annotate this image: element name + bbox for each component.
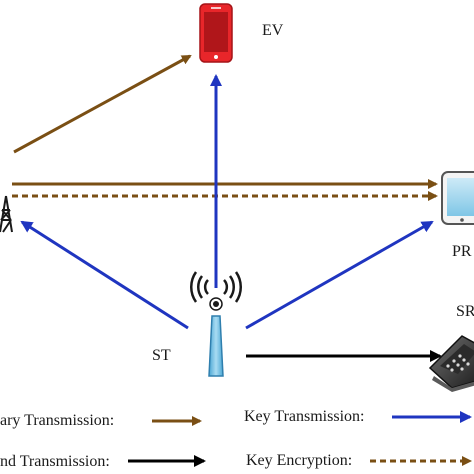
key-arrow-to-pr bbox=[245, 220, 434, 330]
legend-key-encryption-label: Key Encryption: bbox=[246, 452, 352, 469]
slider-phone-icon bbox=[428, 335, 474, 392]
legend: ary Transmission: Key Transmission: nd T… bbox=[0, 408, 472, 470]
key-arrow-to-pt bbox=[20, 220, 189, 330]
legend-second-label: nd Transmission: bbox=[0, 453, 110, 470]
sr-label: SR bbox=[456, 303, 474, 320]
st-label: ST bbox=[152, 347, 171, 364]
smartphone-icon bbox=[199, 3, 233, 63]
ev-label: EV bbox=[262, 22, 284, 39]
tablet-icon bbox=[441, 171, 474, 225]
legend-key-transmission-label: Key Transmission: bbox=[244, 408, 364, 425]
transmission-tower-icon bbox=[0, 195, 13, 233]
primary-arrow-to-ev bbox=[13, 54, 192, 154]
legend-primary-label: ary Transmission: bbox=[0, 412, 114, 429]
antenna-tower-icon bbox=[189, 271, 243, 377]
pr-label: PR bbox=[452, 243, 472, 260]
